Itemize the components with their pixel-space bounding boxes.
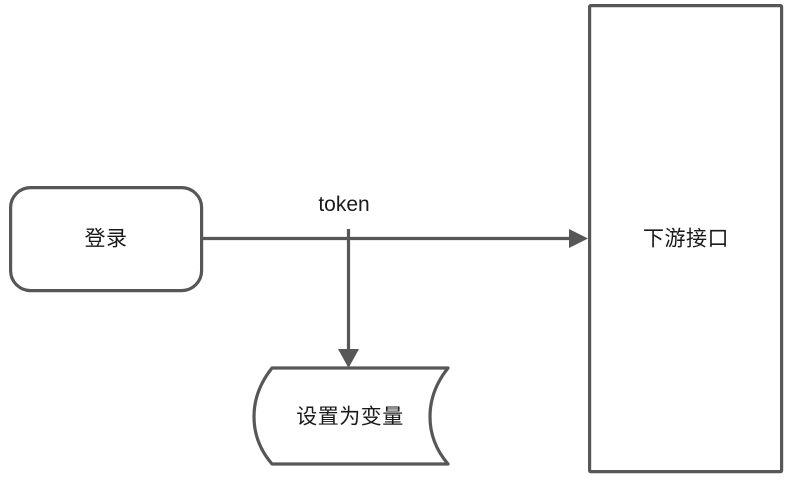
node-login[interactable]: 登录 — [9, 186, 204, 293]
node-set-as-variable[interactable]: 设置为变量 — [252, 366, 450, 466]
login-shape — [9, 186, 204, 293]
set-as-variable-shape — [252, 366, 450, 466]
node-downstream-api[interactable]: 下游接口 — [587, 3, 784, 474]
downstream-api-shape — [587, 3, 784, 474]
edge-token-to-variable[interactable] — [338, 229, 359, 368]
login-label: 登录 — [85, 228, 128, 251]
edge-login-to-downstream[interactable]: token — [203, 193, 588, 248]
edge-login-to-downstream-arrowhead — [569, 229, 588, 248]
downstream-api-label: 下游接口 — [643, 228, 729, 251]
set-as-variable-label: 设置为变量 — [296, 406, 404, 429]
edge-token-to-variable-arrowhead — [338, 349, 359, 368]
edge-label-token: token — [318, 193, 369, 216]
